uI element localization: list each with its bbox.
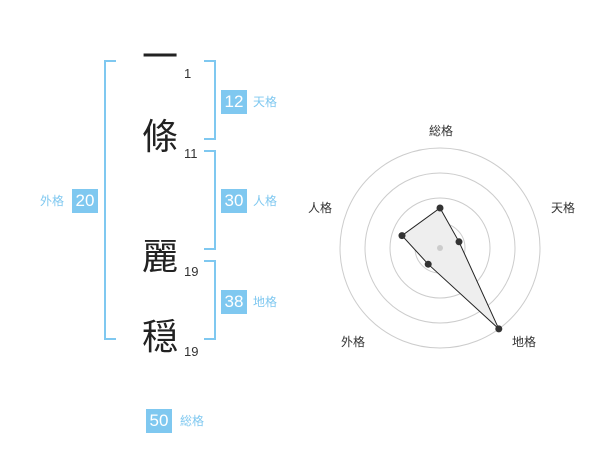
- axis-label-jinkaku: 人格: [308, 200, 332, 215]
- radar-ring: [364, 172, 516, 324]
- soukaku-label: 総格: [180, 414, 205, 428]
- name-char-3: 麗: [141, 237, 178, 278]
- tenkaku-bracket: [204, 60, 216, 140]
- axis-label-tenkaku: 天格: [551, 200, 575, 215]
- radar-center-dot: [437, 245, 443, 251]
- radar-data-area: [401, 207, 500, 330]
- axis-label-soukaku: 総格: [429, 123, 453, 138]
- gaikaku-value-badge: 20: [72, 189, 98, 213]
- jinkaku-bracket: [204, 150, 216, 250]
- name-char-1: 一: [141, 37, 178, 78]
- radar-points: [398, 204, 503, 333]
- axis-label-gaikaku: 外格: [341, 334, 365, 349]
- radar-point-2: [455, 238, 463, 246]
- name-char-2: 條: [141, 117, 178, 158]
- radar-ring: [389, 197, 491, 299]
- stroke-count-2: 11: [184, 146, 198, 161]
- radar-ring: [339, 147, 541, 349]
- tenkaku-label: 天格: [253, 95, 278, 109]
- name-char-4: 穏: [141, 317, 178, 358]
- stroke-count-4: 19: [184, 344, 199, 359]
- radar-point-4: [424, 260, 432, 268]
- soukaku-value-badge: 50: [146, 409, 172, 433]
- axis-label-chikaku: 地格: [512, 334, 536, 349]
- tenkaku-value-badge: 12: [221, 90, 247, 114]
- radar-point-1: [436, 204, 444, 212]
- chikaku-bracket: [204, 260, 216, 340]
- gaikaku-bracket: [104, 60, 116, 340]
- jinkaku-value-badge: 30: [221, 189, 247, 213]
- chikaku-value-badge: 38: [221, 290, 247, 314]
- radar-point-5: [398, 232, 406, 240]
- chikaku-label: 地格: [253, 295, 278, 309]
- stroke-count-3: 19: [184, 264, 199, 279]
- jinkaku-label: 人格: [253, 194, 278, 208]
- gaikaku-label: 外格: [40, 194, 65, 208]
- stroke-count-1: 1: [184, 66, 192, 81]
- fortune-radar-chart: 総格 天格 地格 外格 人格: [308, 123, 575, 349]
- radar-point-3: [495, 325, 503, 333]
